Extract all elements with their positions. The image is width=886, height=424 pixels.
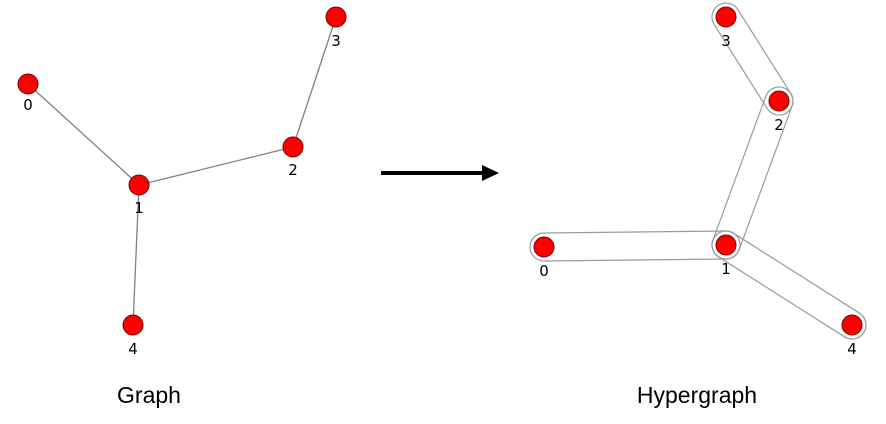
hyperedge-outline — [711, 230, 867, 340]
graph-edges — [27, 16, 337, 326]
graph-nodes: 0 1 2 3 4 — [17, 6, 347, 358]
hypergraph-node-2 — [768, 90, 790, 112]
transform-arrow — [381, 165, 499, 181]
graph-edge-1-2 — [138, 146, 294, 186]
hyperedge-outline — [529, 230, 741, 262]
graph-node-4 — [122, 314, 144, 336]
graph-edge-2-3 — [292, 16, 337, 148]
graph-edge-1-4 — [132, 184, 140, 326]
graph-node-1 — [128, 174, 150, 196]
hypergraph-panel: 0 1 2 3 4 Hypergraph — [529, 2, 867, 408]
hypergraph-node-label-0: 0 — [539, 262, 549, 280]
hypergraph-node-label-3: 3 — [721, 32, 731, 50]
graph-node-0 — [17, 73, 39, 95]
graph-node-2 — [282, 136, 304, 158]
hyperedge-1-4 — [711, 230, 867, 340]
hypergraph-node-0 — [533, 236, 555, 258]
graph-panel: 0 1 2 3 4 Graph — [17, 6, 347, 408]
graph-caption: Graph — [117, 382, 181, 408]
hyperedge-outline — [711, 2, 794, 116]
hyperedges — [529, 2, 867, 340]
hypergraph-node-label-1: 1 — [721, 260, 731, 278]
hypergraph-node-4 — [841, 314, 863, 336]
graph-node-3 — [325, 6, 347, 28]
graph-node-label-2: 2 — [288, 161, 298, 179]
graph-node-label-4: 4 — [128, 340, 138, 358]
arrow-head — [482, 165, 499, 181]
hypergraph-node-label-2: 2 — [774, 116, 784, 134]
hyperedge-0-1 — [529, 230, 741, 262]
hypergraph-node-1 — [715, 234, 737, 256]
hypergraph-caption: Hypergraph — [637, 382, 757, 408]
graph-edge-0-1 — [27, 83, 140, 186]
hypergraph-node-3 — [715, 6, 737, 28]
hypergraph-nodes: 0 1 2 3 4 — [533, 6, 863, 358]
hypergraph-node-label-4: 4 — [847, 340, 857, 358]
hyperedge-2-3 — [711, 2, 794, 116]
graph-node-label-3: 3 — [331, 32, 341, 50]
graph-node-label-1: 1 — [134, 199, 144, 217]
graph-node-label-0: 0 — [23, 96, 33, 114]
